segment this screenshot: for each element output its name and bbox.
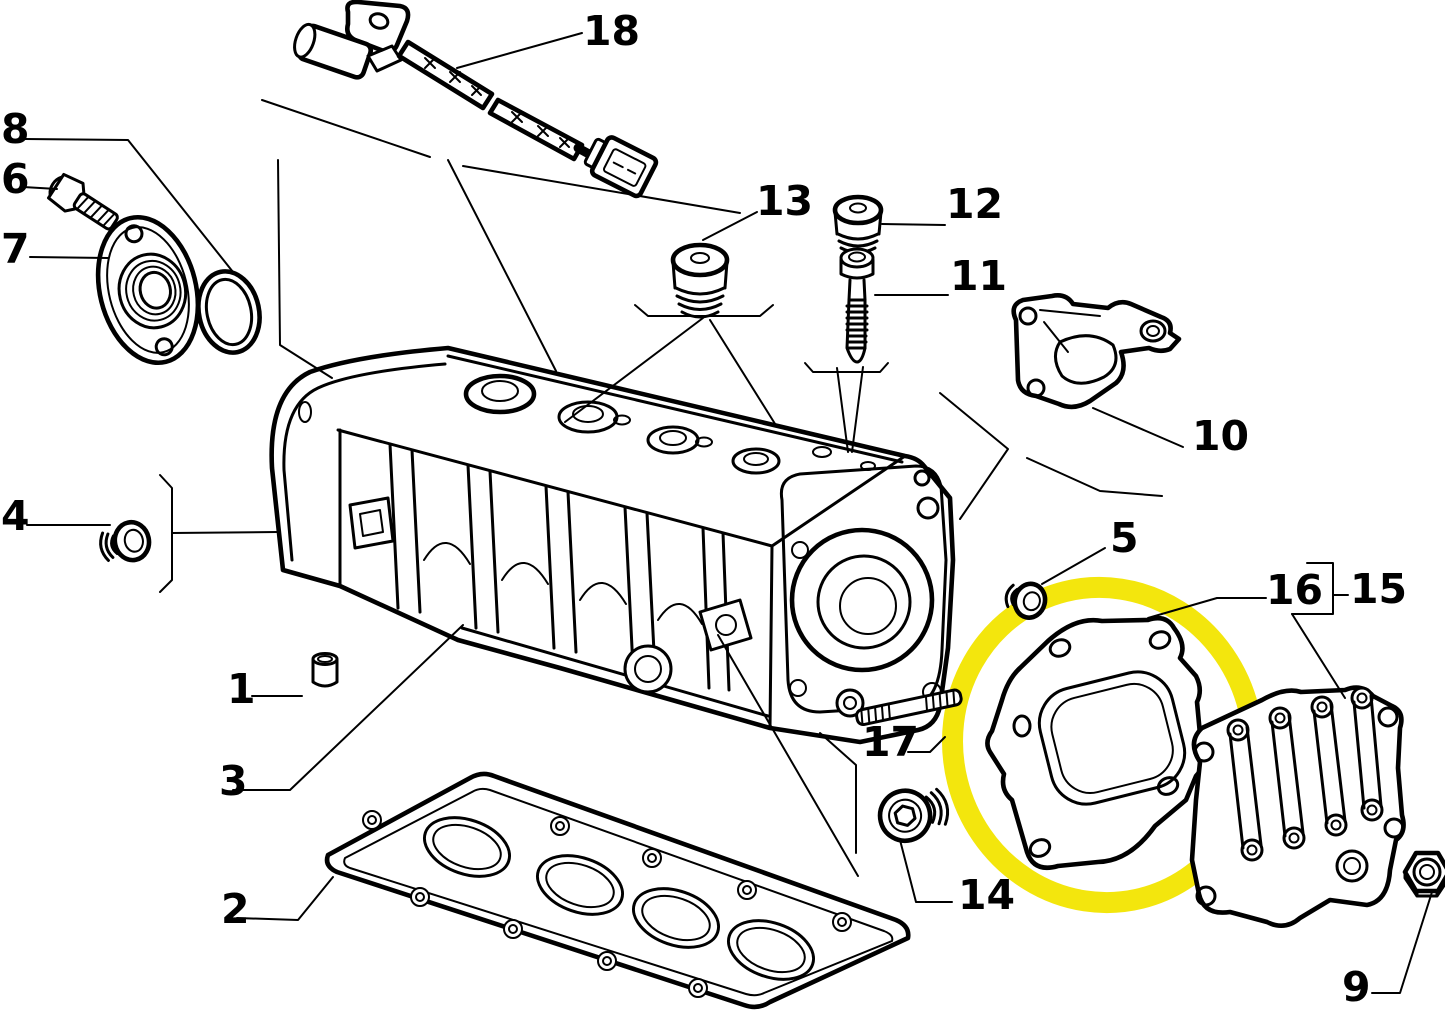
- part-label-8: 8: [1, 105, 30, 153]
- part-label-16: 16: [1266, 566, 1323, 614]
- end-cover-drawing: [1189, 685, 1406, 928]
- part-3-leader: [232, 624, 464, 791]
- bushing-1-drawing: [311, 652, 339, 688]
- part-7-leader: [29, 256, 109, 259]
- part-label-9: 9: [1342, 963, 1371, 1011]
- reference-line-19: [717, 634, 859, 877]
- end-cover-gasket-drawing: [985, 615, 1205, 871]
- reference-line-17: [1291, 613, 1346, 699]
- screw-11-drawing: [839, 247, 875, 364]
- part-2-leader: [236, 876, 334, 921]
- reference-line-9: [836, 367, 849, 453]
- reference-line-14: [171, 531, 279, 534]
- o-ring-drawing: [196, 269, 262, 355]
- part-label-17: 17: [862, 718, 919, 766]
- part-10-leader: [1092, 407, 1184, 448]
- part-14-leader: [899, 839, 953, 903]
- part-9-leader: [1371, 891, 1433, 994]
- part-label-5: 5: [1110, 514, 1139, 562]
- part-label-13: 13: [756, 177, 813, 225]
- part-8-leader: [24, 138, 234, 273]
- part-label-18: 18: [583, 7, 640, 55]
- reference-line-8: [804, 362, 889, 373]
- part-12-leader: [881, 223, 946, 226]
- cylinder-head-drawing: [269, 345, 956, 745]
- part-18-leader: [456, 32, 583, 69]
- reference-line-11: [939, 392, 1009, 520]
- part-label-7: 7: [1, 225, 30, 273]
- part-label-15: 15: [1350, 565, 1407, 613]
- part-6-leader: [22, 186, 58, 190]
- part-label-11: 11: [950, 252, 1007, 300]
- plug-13-drawing: [670, 242, 730, 319]
- reference-line-15: [1291, 562, 1334, 615]
- reference-line-3: [462, 165, 741, 214]
- reference-line-18: [819, 732, 857, 854]
- plug-4-drawing: [99, 519, 152, 563]
- part-label-1: 1: [227, 665, 256, 713]
- reference-line-10: [851, 366, 864, 453]
- reference-line-1: [261, 99, 431, 158]
- part-label-10: 10: [1192, 412, 1249, 460]
- nut-9-drawing: [1402, 850, 1445, 898]
- reference-line-4: [277, 159, 333, 379]
- part-16-leader: [1147, 597, 1267, 619]
- plug-14-drawing: [877, 787, 950, 844]
- stud-17-drawing: [855, 688, 963, 727]
- part-label-12: 12: [946, 180, 1003, 228]
- part-13-leader: [702, 211, 758, 241]
- reference-line-12: [1026, 457, 1163, 497]
- part-label-6: 6: [1, 155, 30, 203]
- bolt-drawing: [47, 172, 119, 231]
- reference-line-6: [564, 317, 704, 423]
- camshaft-sensor-drawing: [293, 0, 659, 199]
- part-label-3: 3: [219, 757, 248, 805]
- part-17-leader: [907, 736, 946, 753]
- part-label-2: 2: [221, 885, 250, 933]
- part-label-4: 4: [1, 492, 30, 540]
- reference-line-2: [447, 159, 557, 372]
- bracket-10-drawing: [1011, 293, 1182, 410]
- part-label-14: 14: [958, 871, 1015, 919]
- sensor-connector: [583, 135, 659, 199]
- plug-12-drawing: [832, 194, 884, 254]
- plug-5-drawing: [1004, 581, 1048, 620]
- part-5-leader: [1041, 547, 1106, 585]
- flange-cover-drawing: [95, 214, 201, 366]
- reference-line-5: [634, 304, 774, 317]
- reference-line-7: [709, 319, 778, 428]
- reference-line-13: [159, 474, 173, 593]
- valve-cover-gasket-drawing: [324, 771, 911, 1010]
